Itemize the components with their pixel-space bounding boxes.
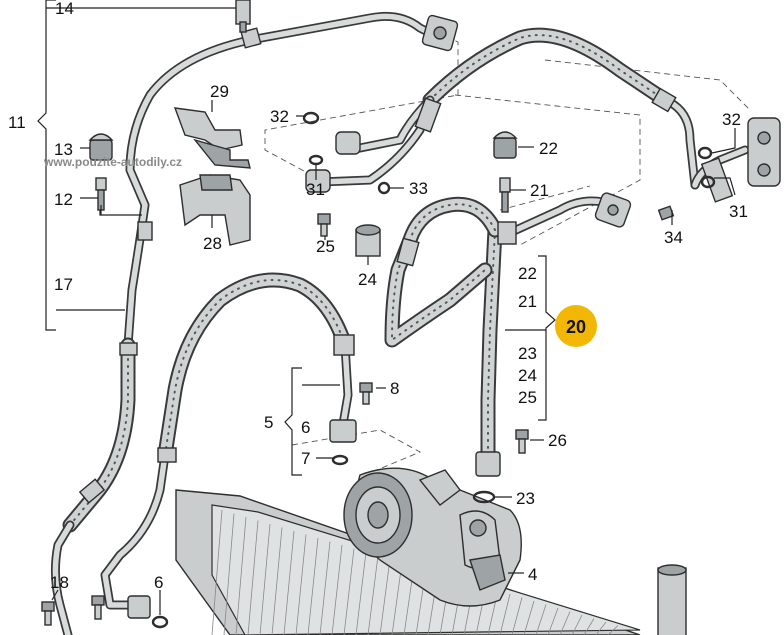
screw-26 <box>515 429 529 454</box>
screw-8 <box>359 382 373 405</box>
part-labels: 14 11 13 12 17 29 28 32 31 33 25 24 22 2… <box>8 0 748 592</box>
o-ring-33 <box>377 181 391 195</box>
label-4: 4 <box>528 565 537 584</box>
label-7: 7 <box>301 449 310 468</box>
valve-12 <box>95 177 107 211</box>
label-12: 12 <box>54 190 73 209</box>
condenser-fin <box>547 607 559 635</box>
condenser-fin <box>355 551 367 635</box>
o-ring-7 <box>331 454 349 466</box>
sleeve-24 <box>355 224 381 257</box>
bracket-28 <box>179 174 251 246</box>
screw-34 <box>657 205 675 221</box>
condenser-fin <box>391 562 403 635</box>
o-ring-32-right <box>697 146 713 160</box>
hose-20 <box>384 192 632 477</box>
condenser-fin <box>235 516 247 635</box>
label-14: 14 <box>55 0 74 18</box>
screw-25 <box>317 213 331 237</box>
condenser-fin <box>559 611 571 635</box>
valve-14 <box>235 0 251 33</box>
screw-6-bottom <box>91 595 105 620</box>
condenser-fin <box>571 614 583 635</box>
screw-18 <box>41 601 55 626</box>
condenser-fin <box>259 523 271 635</box>
o-ring-31-left <box>308 154 324 166</box>
compressor <box>343 467 522 607</box>
label-24: 24 <box>358 270 377 289</box>
condenser-fin <box>595 621 607 635</box>
label-29: 29 <box>210 82 229 101</box>
condenser-fin <box>343 548 355 635</box>
label-5: 5 <box>264 413 273 432</box>
label-18: 18 <box>50 573 69 592</box>
label-22: 22 <box>539 139 558 158</box>
label-32-left: 32 <box>270 107 289 126</box>
valve-21 <box>499 177 511 213</box>
cap-22 <box>492 131 518 159</box>
label-28: 28 <box>203 234 222 253</box>
upper-hose <box>305 27 750 193</box>
condenser-fin <box>379 558 391 635</box>
flange-right <box>700 117 781 203</box>
label-34: 34 <box>664 228 683 247</box>
condenser-fin <box>535 604 547 635</box>
cap-13 <box>88 133 114 161</box>
condenser-fin <box>283 530 295 635</box>
condenser-fin <box>211 509 223 635</box>
condenser-fin <box>511 597 523 635</box>
condenser-fin <box>319 541 331 635</box>
top-connector <box>421 14 459 52</box>
condenser-fin <box>523 600 535 635</box>
label-32-right: 32 <box>722 110 741 129</box>
condenser-fin <box>499 593 511 635</box>
condenser-fin <box>583 618 595 635</box>
leader-lines <box>37 0 736 615</box>
condenser-fin <box>307 537 319 635</box>
label-23: 23 <box>516 489 535 508</box>
group-label-24: 24 <box>518 366 537 385</box>
group-label-25: 25 <box>518 388 537 407</box>
condenser-fin <box>295 534 307 635</box>
label-6: 6 <box>301 418 310 437</box>
hose-5 <box>100 272 357 619</box>
group-label-21: 21 <box>518 292 537 311</box>
bracket-29 <box>173 107 251 169</box>
group-label-22: 22 <box>518 264 537 283</box>
watermark: www.pouzite-autodily.cz <box>43 155 182 169</box>
label-17: 17 <box>54 275 73 294</box>
condenser-fin <box>331 544 343 635</box>
label-25: 25 <box>316 237 335 256</box>
receiver-pipe <box>657 564 687 635</box>
label-13: 13 <box>54 140 73 159</box>
label-11: 11 <box>8 113 26 132</box>
o-ring-32-left <box>302 111 320 125</box>
label-31-left: 31 <box>306 180 325 199</box>
label-33: 33 <box>409 179 428 198</box>
label-21: 21 <box>530 181 549 200</box>
condenser-fin <box>223 513 235 635</box>
label-8: 8 <box>390 379 399 398</box>
condenser-fin <box>607 625 619 635</box>
condenser-fin <box>367 555 379 635</box>
assembly-outlines <box>264 19 751 476</box>
label-26: 26 <box>548 431 567 450</box>
label-31-right: 31 <box>729 202 748 221</box>
condenser-fin <box>247 520 259 635</box>
highlight-20: 20 <box>555 305 597 347</box>
group-label-23: 23 <box>518 344 537 363</box>
condenser-fin <box>271 527 283 635</box>
label-6-bottom: 6 <box>154 573 163 592</box>
highlight-20-label: 20 <box>566 317 586 337</box>
o-ring-6-bottom <box>151 615 169 629</box>
pipe-17 <box>50 11 445 635</box>
o-ring-31-right <box>700 175 716 189</box>
